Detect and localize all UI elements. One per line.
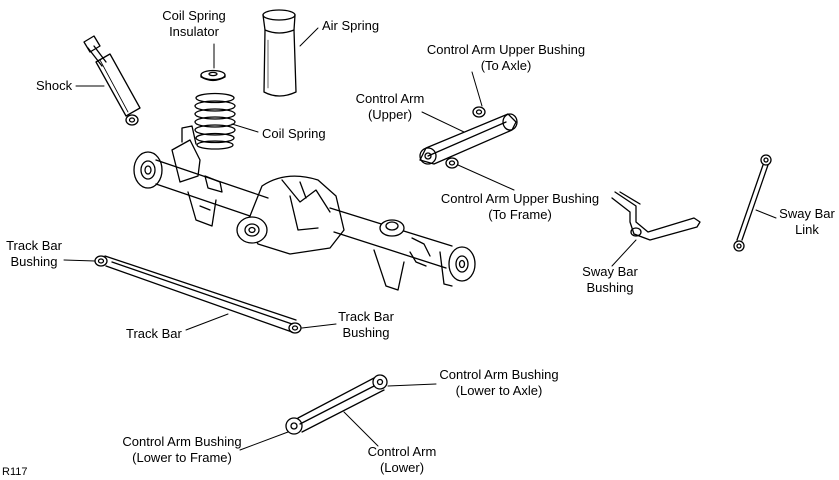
label-track-bar-line1: Track Bar [126,326,182,341]
label-track-bar-bushing-right: Track Bar Bushing [334,309,398,341]
label-upper-bushing-frame-line2: (To Frame) [488,207,552,222]
label-shock: Shock [36,78,72,94]
shock-absorber-icon [83,35,141,126]
coil-spring-icon [194,92,236,150]
label-coil-spring-insulator-line1: Coil Spring [162,8,226,23]
label-upper-bushing-axle-line2: (To Axle) [480,58,532,73]
label-coil-spring-insulator-line2: Insulator [169,24,219,39]
label-sway-bar-bushing-line2: Bushing [586,280,634,295]
leader-lines [63,27,777,451]
label-sway-bar-bushing: Sway Bar Bushing [578,264,642,296]
label-control-arm-lower-line2: (Lower) [379,460,425,475]
label-control-arm-upper-bushing-frame: Control Arm Upper Bushing (To Frame) [436,191,604,223]
label-lower-bushing-axle-line1: Control Arm Bushing [439,367,559,382]
label-coil-spring-insulator: Coil Spring Insulator [158,8,230,40]
label-sway-bar-bushing-line1: Sway Bar [582,264,638,279]
label-control-arm-upper-line1: Control Arm [355,91,425,106]
label-control-arm-lower: Control Arm (Lower) [362,444,442,476]
label-track-bar-bushing-left-line1: Track Bar [6,238,62,253]
label-track-bar-bushing-left-line2: Bushing [10,254,58,269]
label-track-bar-bushing-right-line2: Bushing [342,325,390,340]
rear-axle-icon [133,125,476,291]
label-control-arm-upper-line2: (Upper) [367,107,413,122]
upper-control-arm-icon [419,106,518,169]
label-control-arm-lower-line1: Control Arm [367,444,437,459]
label-control-arm-bushing-lower-axle: Control Arm Bushing (Lower to Axle) [432,367,566,399]
label-sway-bar-link-line2: Link [795,222,819,237]
label-lower-bushing-frame-line1: Control Arm Bushing [122,434,242,449]
label-control-arm-bushing-lower-frame: Control Arm Bushing (Lower to Frame) [116,434,248,466]
label-lower-bushing-axle-line2: (Lower to Axle) [455,383,543,398]
label-sway-bar-link: Sway Bar Link [776,206,838,238]
label-shock-line1: Shock [36,78,73,93]
label-coil-spring: Coil Spring [262,126,326,142]
label-track-bar: Track Bar [126,326,182,342]
air-spring-icon [262,9,297,97]
label-lower-bushing-frame-line2: (Lower to Frame) [132,450,232,465]
label-track-bar-bushing-left: Track Bar Bushing [2,238,66,270]
label-coil-spring-line1: Coil Spring [262,126,326,141]
label-air-spring: Air Spring [322,18,379,34]
lower-control-arm-icon [285,374,388,435]
label-control-arm-upper-bushing-axle: Control Arm Upper Bushing (To Axle) [422,42,590,74]
label-upper-bushing-axle-line1: Control Arm Upper Bushing [426,42,586,57]
reference-code: R117 [2,466,28,478]
label-air-spring-line1: Air Spring [322,18,380,33]
track-bar-icon [94,255,302,334]
label-sway-bar-link-line1: Sway Bar [779,206,835,221]
label-track-bar-bushing-right-line1: Track Bar [338,309,394,324]
sway-bar-link-icon [733,154,772,252]
sway-bar-icon [611,191,701,241]
spring-insulator-icon [200,69,226,82]
label-control-arm-upper: Control Arm (Upper) [354,91,426,123]
label-upper-bushing-frame-line1: Control Arm Upper Bushing [440,191,600,206]
